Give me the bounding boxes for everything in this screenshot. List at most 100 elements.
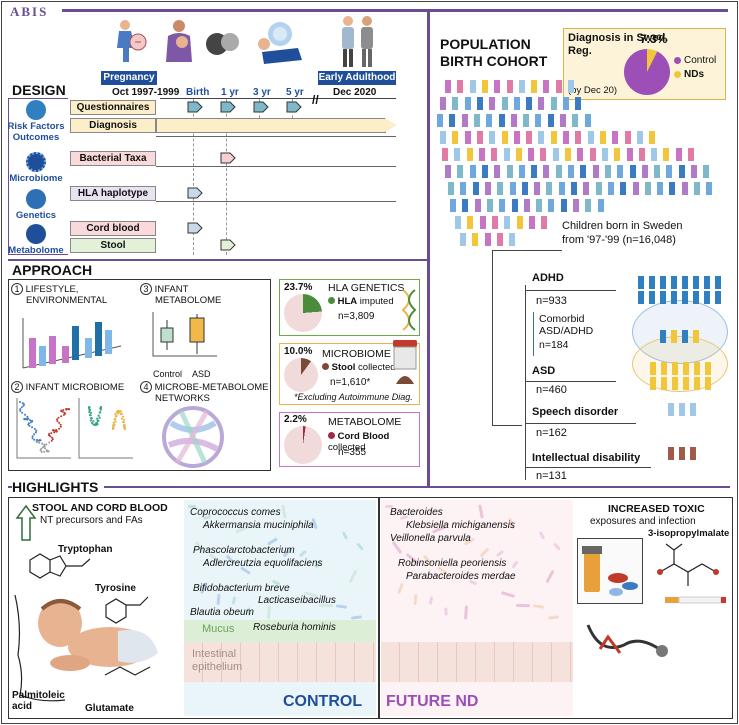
outcome-person-icon (660, 276, 666, 289)
approach-title: APPROACH (12, 262, 93, 278)
population-title-l1: POPULATION (440, 36, 531, 52)
cohort-person-icon (595, 182, 602, 195)
row-rule-2 (156, 166, 396, 167)
cohort-person-icon (516, 216, 523, 229)
p1-l2: ENVIRONMENTAL (26, 295, 108, 306)
epithelium-label: Intestinal epithelium (192, 648, 242, 674)
cohort-person-icon (560, 199, 567, 212)
row-stool: Stool (70, 238, 156, 253)
cohort-person-icon (457, 80, 464, 93)
speech-n: n=162 (536, 427, 567, 439)
cohort-person-icon (583, 182, 590, 195)
timepoint-markers (187, 101, 302, 251)
adhd-line (526, 290, 616, 291)
speech-label: Speech disorder (532, 406, 619, 418)
outcome-person-icon (690, 447, 696, 460)
cohort-person-icon (518, 165, 525, 178)
design-left-border (8, 98, 68, 255)
id-label: Intellectual disability (532, 452, 641, 464)
stool-jar-icon (393, 340, 417, 384)
taxon-control-5: Lacticaseibacillus (258, 595, 336, 606)
comorbid-l2: ASD/ADHD (539, 325, 594, 337)
cat-risk-factors: Risk Factors Outcomes (6, 100, 66, 143)
nd-epithelium-layer (381, 642, 573, 682)
diag-title: Diagnosis in Swed. Reg. (568, 32, 668, 58)
p4-l2: NETWORKS (155, 393, 210, 404)
cat-microbiome-label: Microbiome (9, 173, 63, 184)
cohort-person-icon (528, 216, 535, 229)
timeline-axis (160, 98, 396, 99)
outcome-person-icon (704, 276, 710, 289)
outcome-person-icon (715, 276, 721, 289)
asd-label: ASD (532, 365, 556, 377)
tryptophan-label: Tryptophan (58, 544, 113, 555)
p3-l1: INFANT (154, 284, 189, 295)
palmitoleic-label: Palmitoleic acid (12, 690, 65, 712)
cohort-person-icon (617, 165, 624, 178)
stool-sub: NT precursors and FAs (40, 515, 143, 526)
taxon-control-2: Phascolarctobacterium (193, 545, 295, 556)
cohort-person-icon (541, 216, 548, 229)
outcome-person-icon (693, 291, 699, 304)
nds-dot (674, 71, 681, 78)
cohort-person-icon (706, 182, 713, 195)
bacterium-shape (515, 603, 531, 608)
cohort-person-icon (489, 97, 496, 110)
taxon-control-1: Akkermansia muciniphila (203, 520, 314, 531)
mic-sub-bold: Stool (331, 362, 356, 373)
cohort-person-icon (486, 114, 493, 127)
outcome-person-icon (668, 447, 674, 460)
diagnosis-box: Diagnosis in Swed. Reg. 7.3% (by Dec 20)… (563, 28, 726, 100)
diagnosis-arrowhead (385, 118, 397, 132)
cohort-person-icon (445, 165, 451, 178)
legend-nds-label: NDs (684, 69, 705, 80)
cohort-person-icon (478, 148, 485, 161)
outcome-bracket-main (492, 250, 493, 426)
palmitoleic-l1: Palmitoleic (12, 690, 65, 701)
syringe-icon (26, 224, 46, 244)
cohort-person-icon (484, 233, 491, 246)
cat-metabolome: Metabolome (6, 224, 66, 256)
p2-scatter-plot (78, 398, 133, 459)
cohort-person-icon (552, 148, 559, 161)
outcome-person-icon (683, 377, 689, 390)
mother-baby-icon (166, 20, 192, 62)
hla-title: HLA GENETICS (328, 282, 405, 294)
p3-label: 3 INFANT METABOLOME (140, 283, 221, 306)
cohort-person-icon (538, 131, 545, 144)
cohort-person-icon (440, 97, 446, 110)
outcome-person-icon (705, 377, 711, 390)
outcome-person-icon (650, 362, 656, 375)
cohort-person-icon (452, 97, 459, 110)
outcome-person-icon (671, 276, 677, 289)
cohort-person-icon (460, 233, 466, 246)
approach-box: 1 LIFESTYLE, ENVIRONMENTAL 3 INFANT META… (8, 279, 271, 471)
bacterium-shape (385, 505, 393, 508)
nd-label: FUTURE ND (386, 693, 479, 710)
dna-strand-icon (401, 289, 417, 331)
cohort-person-icon (688, 148, 694, 161)
cohort-person-icon (467, 216, 474, 229)
glutamate-label: Glutamate (85, 703, 134, 714)
cohort-person-icon (547, 114, 554, 127)
cat-genetics: Genetics (6, 189, 66, 221)
cohort-person-icon (694, 182, 700, 195)
toxic-title: INCREASED TOXIC (608, 503, 705, 515)
cohort-person-icon (681, 182, 688, 195)
outcome-branch (525, 285, 526, 480)
cohort-person-icon (481, 80, 488, 93)
met-sub-text: collected (328, 442, 366, 453)
cohort-person-icon (486, 199, 493, 212)
highlights-rule (8, 486, 730, 488)
cohort-person-icon (506, 165, 513, 178)
cohort-person-icon (460, 182, 467, 195)
bacterium-shape (444, 607, 448, 616)
timeline-1yr: 1 yr (221, 87, 239, 98)
children-l1: Children born in Sweden (562, 220, 683, 232)
cohort-person-icon (469, 165, 476, 178)
diag-title-l2: Reg. (568, 45, 592, 57)
outcome-person-icon (638, 276, 644, 289)
diag-note: (by Dec 20) (568, 85, 618, 96)
epithelium-layer (184, 642, 376, 682)
